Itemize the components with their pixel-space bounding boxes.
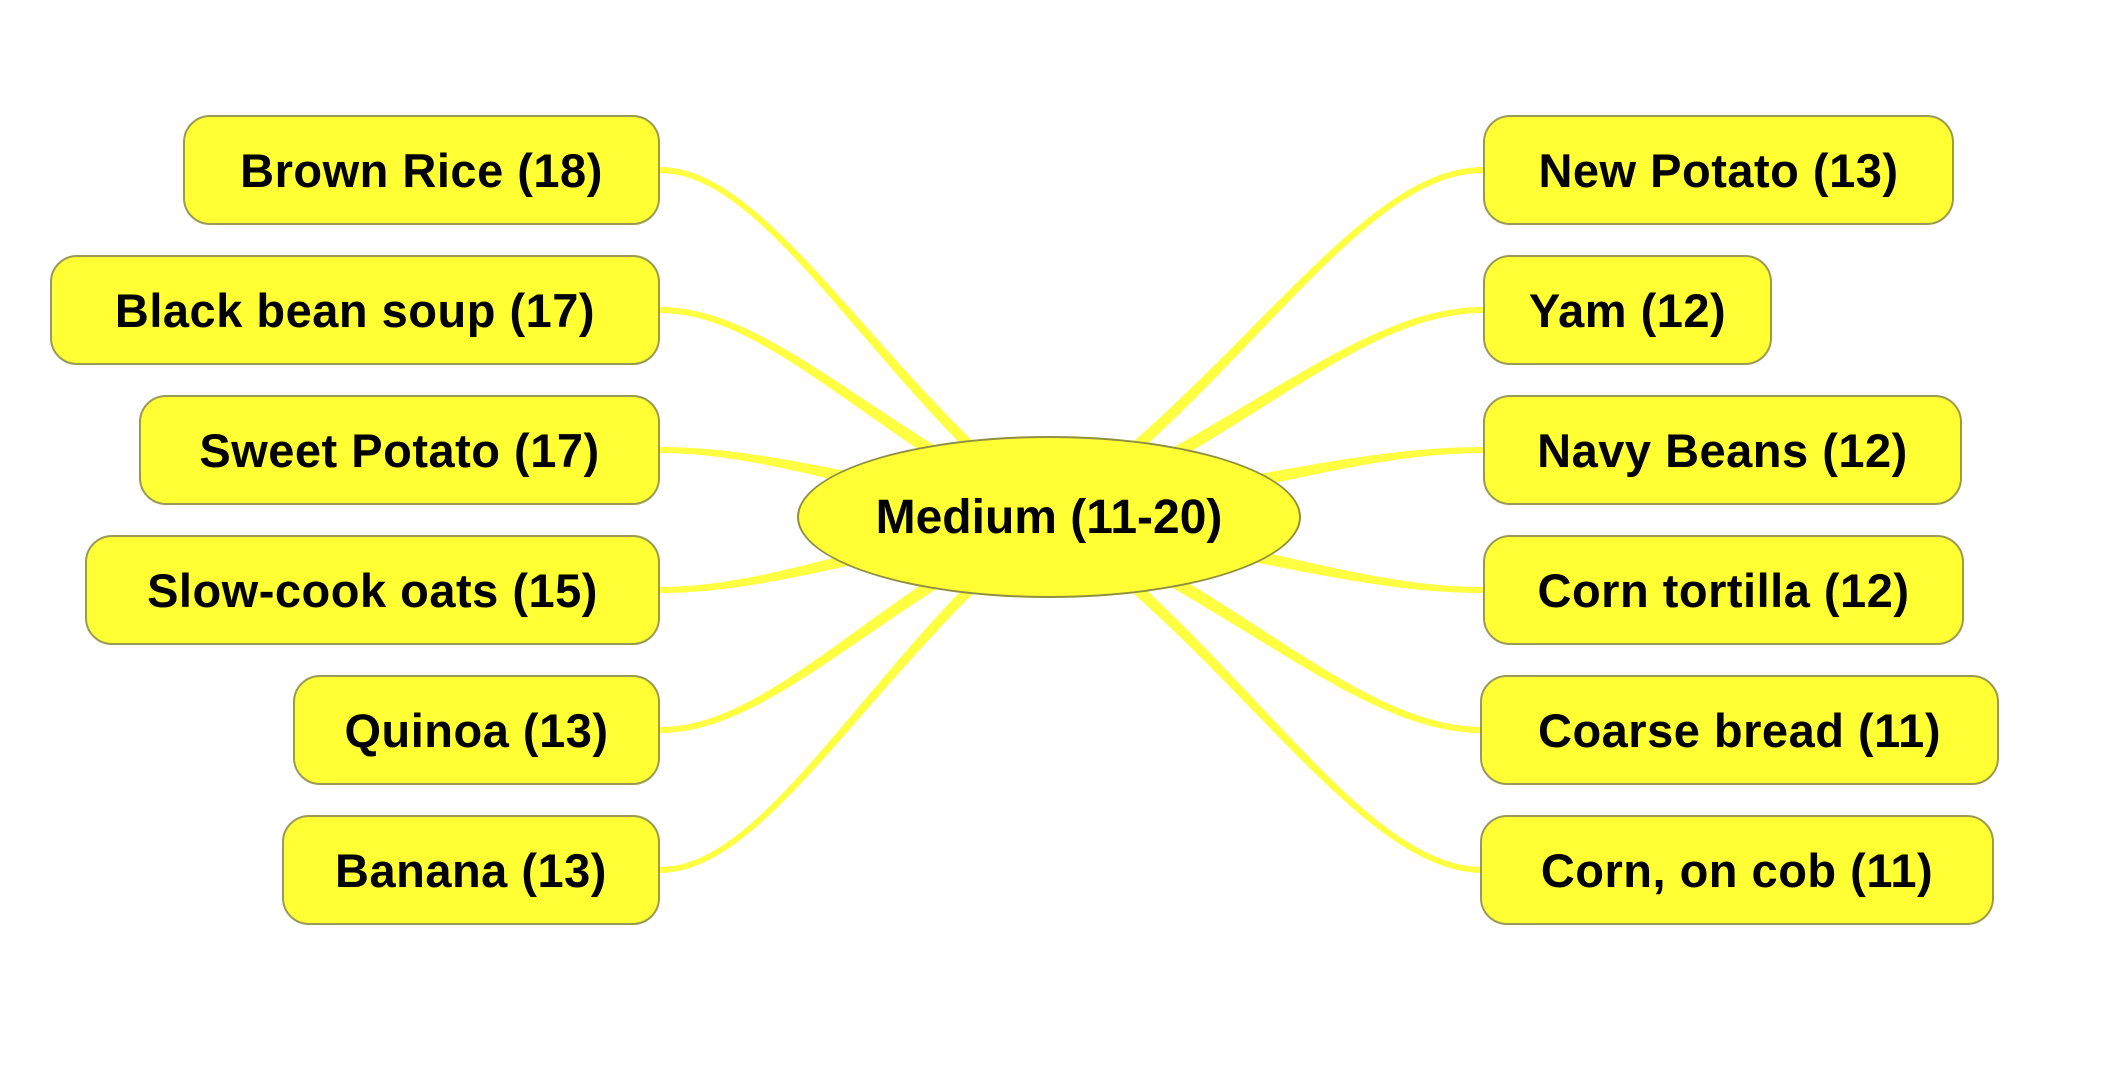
node-sweet-potato[interactable]: Sweet Potato (17) <box>139 395 660 505</box>
node-navy-beans[interactable]: Navy Beans (12) <box>1483 395 1962 505</box>
node-new-potato[interactable]: New Potato (13) <box>1483 115 1954 225</box>
node-brown-rice[interactable]: Brown Rice (18) <box>183 115 660 225</box>
node-corn-tortilla[interactable]: Corn tortilla (12) <box>1483 535 1964 645</box>
node-corn-on-cob[interactable]: Corn, on cob (11) <box>1480 815 1994 925</box>
node-quinoa[interactable]: Quinoa (13) <box>293 675 660 785</box>
node-banana[interactable]: Banana (13) <box>282 815 660 925</box>
node-yam[interactable]: Yam (12) <box>1483 255 1772 365</box>
node-center-medium[interactable]: Medium (11-20) <box>797 436 1301 598</box>
node-coarse-bread[interactable]: Coarse bread (11) <box>1480 675 1999 785</box>
node-black-bean-soup[interactable]: Black bean soup (17) <box>50 255 660 365</box>
node-slow-cook-oats[interactable]: Slow-cook oats (15) <box>85 535 660 645</box>
